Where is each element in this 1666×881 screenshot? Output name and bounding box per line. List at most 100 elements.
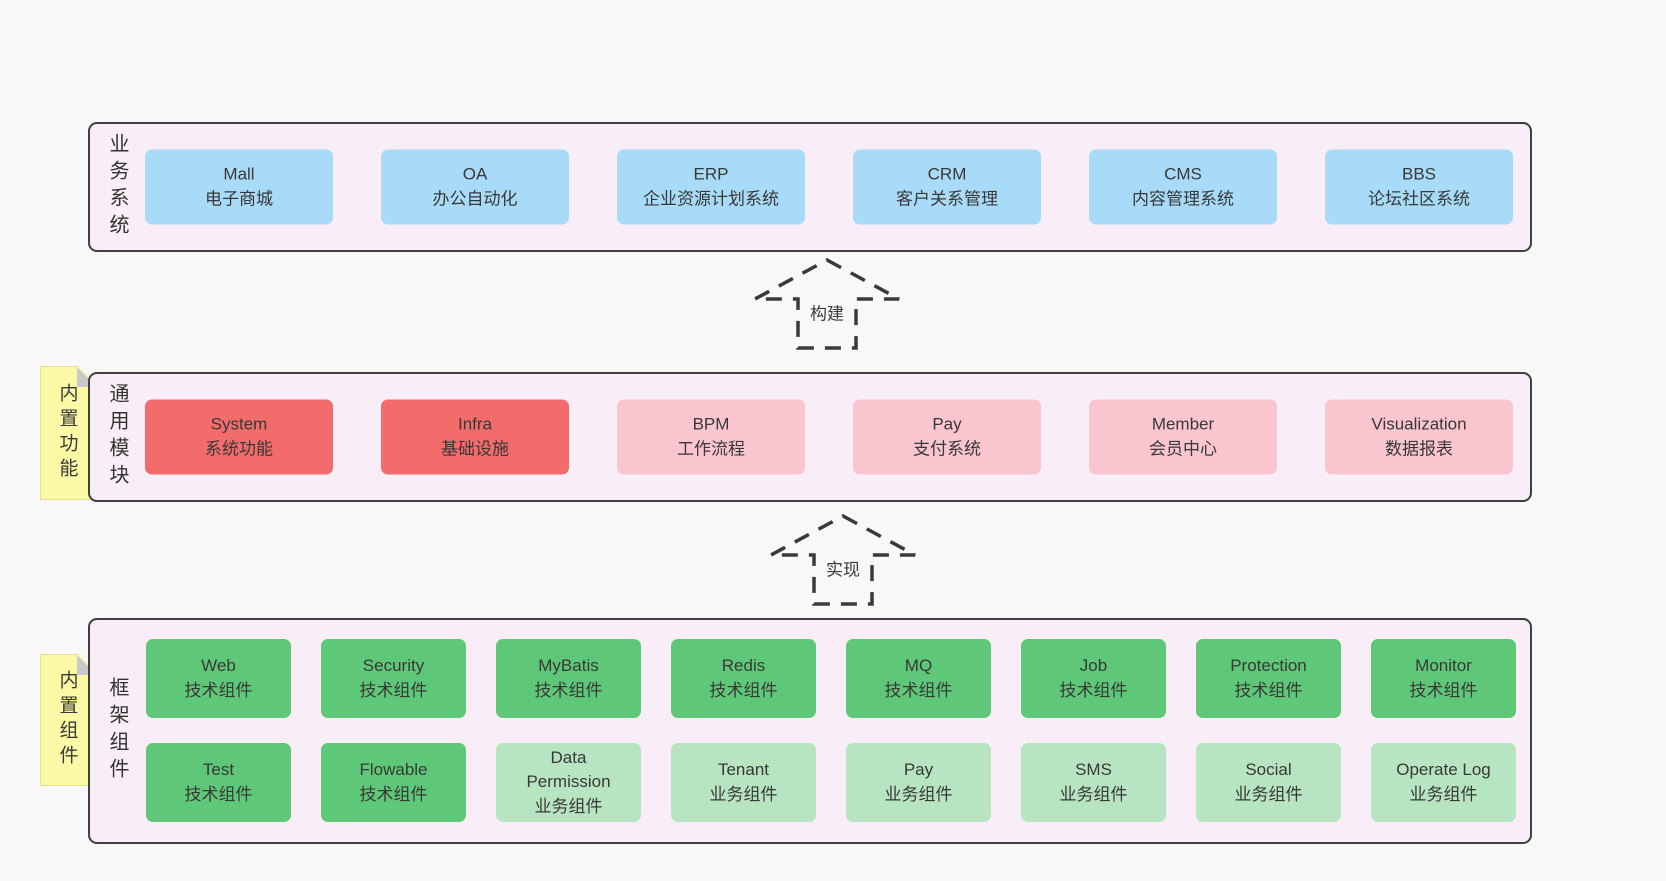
box-desc: 工作流程 [677,439,745,458]
band-title: 框架组件 [106,677,128,785]
box-desc: 内容管理系统 [1132,189,1234,208]
box-name: MyBatis [538,655,599,675]
box-test: Test 技术组件 [146,743,291,822]
box-name: BPM [692,414,730,434]
box-tenant: Tenant 业务组件 [671,743,816,822]
band-title: 业务系统 [106,133,128,241]
box-name: Visualization [1371,414,1467,434]
box-name: Web [201,655,236,675]
box-pay-component: Pay 业务组件 [846,743,991,822]
box-name: Pay [932,414,962,434]
box-bpm: BPM 工作流程 [617,399,805,475]
box-name: Tenant [717,759,770,779]
box-name: Pay [903,759,934,779]
box-desc: 技术组件 [1409,680,1478,700]
box-operate-log: Operate Log 业务组件 [1371,743,1516,822]
box-desc: 系统功能 [205,439,273,458]
box-desc: 数据报表 [1385,439,1453,458]
box-desc: 会员中心 [1149,439,1217,458]
box-name: CMS [1164,164,1202,184]
box-desc: 技术组件 [359,680,428,700]
arrow-label: 构建 [807,299,847,325]
band-box-row: System 系统功能 Infra 基础设施 BPM 工作流程 Pay 支付系统… [145,399,1513,475]
box-bbs: BBS 论坛社区系统 [1325,149,1513,225]
box-desc: 业务组件 [534,796,603,816]
band-box-row: Mall 电子商城 OA 办公自动化 ERP 企业资源计划系统 CRM 客户关系… [145,149,1513,225]
box-desc: 技术组件 [1234,680,1303,700]
box-desc: 基础设施 [441,439,509,458]
up-arrow-outline-icon [770,514,916,606]
box-desc: 技术组件 [884,680,953,700]
box-name: SMS [1075,759,1112,779]
box-sms: SMS 业务组件 [1021,743,1166,822]
box-name: ERP [693,164,729,184]
box-name: Flowable [359,759,428,779]
box-name: Test [202,759,235,779]
box-infra: Infra 基础设施 [381,399,569,475]
box-pay-system: Pay 支付系统 [853,399,1041,475]
band-title: 通用模块 [106,383,128,491]
box-desc: 技术组件 [534,680,603,700]
box-name: Social [1245,759,1292,779]
box-desc: 业务组件 [1409,784,1478,804]
box-desc: 企业资源计划系统 [643,189,779,208]
box-desc: 客户关系管理 [896,189,998,208]
box-member: Member 会员中心 [1089,399,1277,475]
band-business-systems: 业务系统 Mall 电子商城 OA 办公自动化 ERP 企业资源计划系统 CRM… [88,122,1532,252]
box-name: BBS [1401,164,1437,184]
sticky-note-label: 内置组件 [56,670,78,770]
box-name: CRM [927,164,967,184]
band-framework-components: 框架组件 Web 技术组件 Security 技术组件 MyBatis 技术组件… [88,618,1532,844]
box-name: Member [1151,414,1215,434]
box-desc: 论坛社区系统 [1368,189,1470,208]
band-common-modules: 通用模块 System 系统功能 Infra 基础设施 BPM 工作流程 Pay… [88,372,1532,502]
box-flowable: Flowable 技术组件 [321,743,466,822]
component-row-1: Web 技术组件 Security 技术组件 MyBatis 技术组件 Redi… [146,639,1516,718]
box-oa: OA 办公自动化 [381,149,569,225]
box-name: Security [362,655,425,675]
box-protection: Protection 技术组件 [1196,639,1341,718]
box-name: System [210,414,268,434]
box-cms: CMS 内容管理系统 [1089,149,1277,225]
box-desc: 技术组件 [359,784,428,804]
box-name: Job [1079,655,1108,675]
box-name: Mall [223,164,255,184]
box-desc: 电子商城 [205,189,273,208]
box-social: Social 业务组件 [1196,743,1341,822]
arrow-label: 实现 [823,555,863,581]
box-name: OA [462,164,488,184]
box-desc: 业务组件 [709,784,778,804]
box-desc: 业务组件 [884,784,953,804]
box-mq: MQ 技术组件 [846,639,991,718]
box-job: Job 技术组件 [1021,639,1166,718]
box-desc: 业务组件 [1059,784,1128,804]
box-name: Data Permission [526,747,611,792]
box-security: Security 技术组件 [321,639,466,718]
box-desc: 技术组件 [1059,680,1128,700]
box-monitor: Monitor 技术组件 [1371,639,1516,718]
up-arrow-outline-icon [754,258,900,350]
component-row-2: Test 技术组件 Flowable 技术组件 Data Permission … [146,743,1516,822]
box-system: System 系统功能 [145,399,333,475]
box-mybatis: MyBatis 技术组件 [496,639,641,718]
arrow-build: 构建 [752,256,902,352]
box-visualization: Visualization 数据报表 [1325,399,1513,475]
box-name: Operate Log [1396,759,1491,779]
box-name: Redis [721,655,766,675]
box-desc: 支付系统 [913,439,981,458]
box-crm: CRM 客户关系管理 [853,149,1041,225]
box-redis: Redis 技术组件 [671,639,816,718]
box-erp: ERP 企业资源计划系统 [617,149,805,225]
box-name: Infra [457,414,493,434]
box-desc: 技术组件 [184,680,253,700]
box-name: Monitor [1415,655,1472,675]
box-desc: 技术组件 [184,784,253,804]
box-mall: Mall 电子商城 [145,149,333,225]
box-web: Web 技术组件 [146,639,291,718]
box-desc: 办公自动化 [432,189,518,208]
box-data-permission: Data Permission 业务组件 [496,743,641,822]
arrow-implement: 实现 [768,512,918,608]
box-desc: 业务组件 [1234,784,1303,804]
sticky-note-label: 内置功能 [56,383,78,483]
